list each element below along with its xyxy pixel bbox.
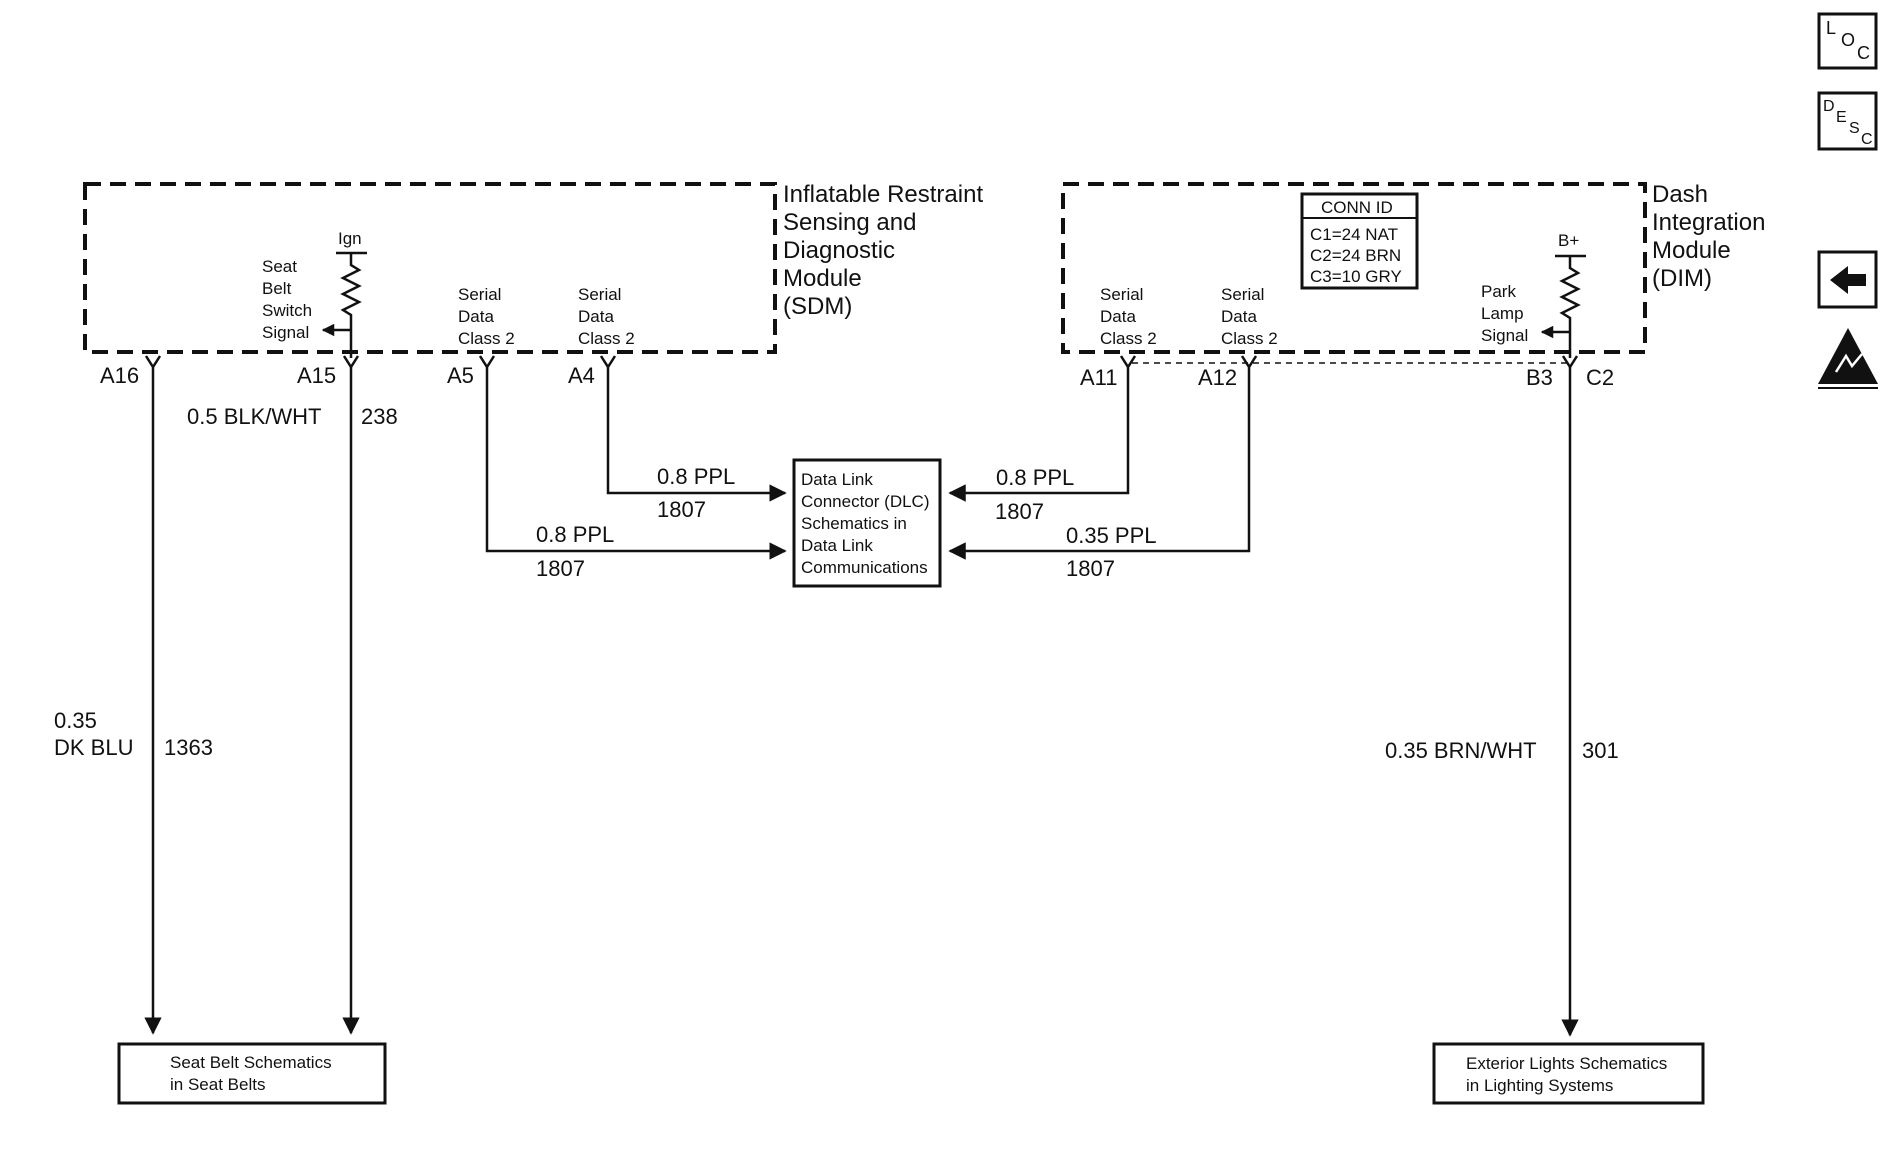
seat-belt-target-line: in Seat Belts [170, 1075, 265, 1094]
pin-a4-fork [599, 355, 617, 374]
back-arrow-icon[interactable] [1817, 250, 1878, 309]
wire-a16-color: DK BLU [54, 735, 133, 760]
wire-a12: 0.35 PPL 1807 [948, 374, 1251, 581]
wire-a16-size: 0.35 [54, 708, 97, 733]
bplus-label: B+ [1558, 231, 1579, 250]
wire-b3-size-color: 0.35 BRN/WHT [1385, 738, 1537, 763]
pin-a11-label: A11 [1080, 365, 1118, 390]
esd-warning-icon [1818, 328, 1878, 389]
dlc-box: Data Link Connector (DLC) Schematics in … [792, 458, 942, 588]
pin-a4-label: A4 [568, 363, 595, 388]
desc-letter: C [1861, 131, 1873, 148]
wire-a4: 0.8 PPL 1807 [606, 374, 787, 522]
wire-a12-circuit: 1807 [1066, 556, 1115, 581]
pin-a12-label: A12 [1198, 365, 1237, 390]
wire-a4-circuit: 1807 [657, 497, 706, 522]
conn-id-title: CONN ID [1321, 198, 1393, 217]
loc-letter: C [1857, 43, 1870, 63]
loc-icon[interactable]: L O C [1817, 12, 1878, 70]
park-lamp-signal-label: Park Lamp Signal [1481, 282, 1528, 345]
desc-letter: S [1849, 120, 1860, 137]
wire-a5: 0.8 PPL 1807 [485, 374, 787, 581]
wire-a4-size-color: 0.8 PPL [657, 464, 735, 489]
wire-a16-circuit: 1363 [164, 735, 213, 760]
pin-c2-label: C2 [1586, 365, 1614, 390]
conn-id-row: C3=10 GRY [1310, 267, 1402, 286]
wire-b3-circuit: 301 [1582, 738, 1619, 763]
pin-a15-label: A15 [297, 363, 336, 388]
wire-a5-size-color: 0.8 PPL [536, 522, 614, 547]
pin-a11-fork [1119, 355, 1137, 374]
loc-letter: L [1826, 18, 1836, 38]
seat-belt-signal-label: Seat Belt Switch Signal [262, 257, 317, 342]
conn-id-row: C1=24 NAT [1310, 225, 1398, 244]
wire-a12-size-color: 0.35 PPL [1066, 523, 1157, 548]
wire-b3: 0.35 BRN/WHT 301 [1385, 367, 1619, 1037]
svg-text:Exterior Lights Schematics: Exterior Lights Schematics in Lighting S… [1466, 1054, 1672, 1095]
sdm-module: Inflatable Restraint Sensing and Diagnos… [83, 181, 990, 388]
seat-belt-schematics-box: Seat Belt Schematics in Seat Belts [117, 1042, 387, 1105]
desc-letter: D [1823, 98, 1835, 115]
serial-data-a5-label: Serial Data Class 2 [458, 285, 515, 348]
seat-belt-target-line: Seat Belt Schematics [170, 1053, 332, 1072]
loc-letter: O [1841, 30, 1855, 50]
svg-text:Seat Belt Schematics in: Seat Belt Schematics in Seat Belts [170, 1053, 336, 1094]
conn-id-row: C2=24 BRN [1310, 246, 1401, 265]
sdm-name: Inflatable Restraint Sensing and Diagnos… [783, 181, 990, 320]
pin-a16-fork [144, 355, 162, 374]
conn-id-box: CONN ID C1=24 NAT C2=24 BRN C3=10 GRY [1300, 192, 1419, 290]
pin-a5-fork [478, 355, 496, 374]
wire-a11-circuit: 1807 [995, 499, 1044, 524]
wire-a15-circuit: 238 [361, 404, 398, 429]
pin-b3-label: B3 [1526, 365, 1553, 390]
serial-data-a11-label: Serial Data Class 2 [1100, 285, 1157, 348]
sdm-pullup-resistor [340, 253, 362, 358]
exterior-lights-target-line: in Lighting Systems [1466, 1076, 1613, 1095]
dim-pullup-resistor [1559, 256, 1581, 358]
wire-a15-size-color: 0.5 BLK/WHT [187, 404, 321, 429]
serial-data-a12-label: Serial Data Class 2 [1221, 285, 1278, 348]
desc-icon[interactable]: D E S C [1817, 91, 1878, 151]
dim-module: Dash Integration Module (DIM) CONN ID C1… [1061, 181, 1772, 390]
pin-a5-label: A5 [447, 363, 474, 388]
ign-label: Ign [338, 229, 362, 248]
wire-a15: 0.5 BLK/WHT 238 [187, 367, 398, 1035]
dim-outline [1061, 182, 1647, 354]
dim-name: Dash Integration Module (DIM) [1652, 181, 1772, 292]
wire-a11: 0.8 PPL 1807 [948, 374, 1130, 524]
wire-a5-circuit: 1807 [536, 556, 585, 581]
wire-a11-size-color: 0.8 PPL [996, 465, 1074, 490]
wire-a16: 0.35 DK BLU 1363 [54, 374, 213, 1035]
exterior-lights-schematics-box: Exterior Lights Schematics in Lighting S… [1432, 1042, 1705, 1105]
exterior-lights-target-line: Exterior Lights Schematics [1466, 1054, 1667, 1073]
dlc-label: Data Link Connector (DLC) Schematics in … [801, 470, 934, 577]
pin-a16-label: A16 [100, 363, 139, 388]
sdm-outline [83, 182, 777, 354]
pin-a12-fork [1240, 355, 1258, 374]
desc-letter: E [1836, 109, 1847, 126]
serial-data-a4-label: Serial Data Class 2 [578, 285, 635, 348]
